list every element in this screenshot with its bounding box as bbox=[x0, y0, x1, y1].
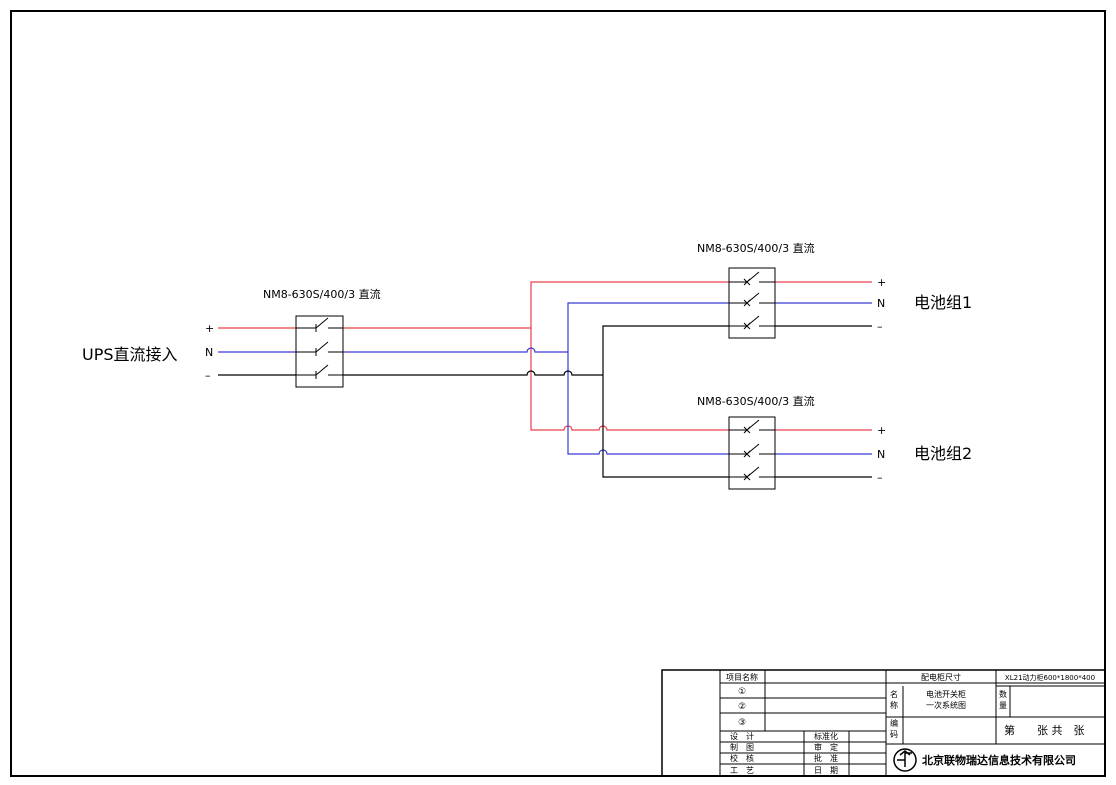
out2-plus-label: + bbox=[877, 424, 886, 437]
code-label-2: 码 bbox=[890, 730, 898, 739]
cabinet-size-value: XL21动力柜600*1800*400 bbox=[1005, 673, 1095, 682]
input-n-label: N bbox=[205, 346, 213, 359]
battery-group-2-label: 电池组2 bbox=[914, 444, 972, 463]
wiring bbox=[218, 281, 872, 478]
breaker-1-model: NM8-630S/400/3 直流 bbox=[697, 241, 815, 255]
out2-minus-label: – bbox=[877, 471, 883, 484]
drawing-name-2: 一次系统图 bbox=[926, 700, 966, 710]
name-label-2: 称 bbox=[890, 700, 898, 710]
battery-group-1-label: 电池组1 bbox=[914, 293, 972, 312]
qty-label-1: 数 bbox=[999, 689, 1007, 699]
date-label: 日 期 bbox=[814, 766, 838, 775]
company-logo bbox=[893, 748, 917, 772]
design-label: 设 计 bbox=[730, 731, 754, 741]
breaker-2-model: NM8-630S/400/3 直流 bbox=[697, 394, 815, 408]
drawing-border bbox=[10, 10, 1106, 777]
rev-3: ③ bbox=[738, 718, 746, 728]
input-minus-label: – bbox=[205, 369, 211, 382]
neutral-bus bbox=[218, 302, 872, 455]
breaker-battery-1 bbox=[728, 267, 776, 339]
source-label: UPS直流接入 bbox=[82, 345, 178, 364]
out1-plus-label: + bbox=[877, 276, 886, 289]
craft-label: 工 艺 bbox=[730, 766, 754, 775]
out1-minus-label: – bbox=[877, 320, 883, 333]
qty-label-2: 量 bbox=[999, 701, 1007, 710]
company-name: 北京联物瑞达信息技术有限公司 bbox=[922, 753, 1076, 767]
code-label-1: 编 bbox=[890, 718, 898, 728]
input-plus-label: + bbox=[205, 322, 214, 335]
draw-label: 制 图 bbox=[730, 742, 754, 752]
standard-label: 标准化 bbox=[814, 731, 838, 741]
drawing-name-1: 电池开关柜 bbox=[926, 689, 966, 699]
negative-bus bbox=[218, 325, 872, 478]
check-label: 校 核 bbox=[730, 753, 754, 763]
breaker-battery-2 bbox=[728, 416, 776, 490]
cabinet-size-label: 配电柜尺寸 bbox=[921, 672, 961, 682]
approve-label: 批 准 bbox=[814, 753, 838, 763]
rev-2: ② bbox=[738, 702, 746, 712]
name-label-1: 名 bbox=[890, 689, 898, 699]
project-name-label: 项目名称 bbox=[726, 672, 758, 682]
sheet-number: 第 张 共 张 bbox=[1004, 723, 1085, 737]
title-block bbox=[661, 669, 1106, 777]
positive-bus bbox=[218, 281, 872, 431]
main-breaker bbox=[295, 315, 344, 388]
main-breaker-model: NM8-630S/400/3 直流 bbox=[263, 287, 381, 301]
out1-n-label: N bbox=[877, 297, 885, 310]
rev-1: ① bbox=[738, 687, 746, 697]
out2-n-label: N bbox=[877, 448, 885, 461]
review-label: 审 定 bbox=[814, 742, 838, 752]
title-block-text: 项目名称 ① ② ③ 设 计 制 图 校 核 工 艺 标准化 审 定 批 准 日… bbox=[726, 672, 1095, 775]
